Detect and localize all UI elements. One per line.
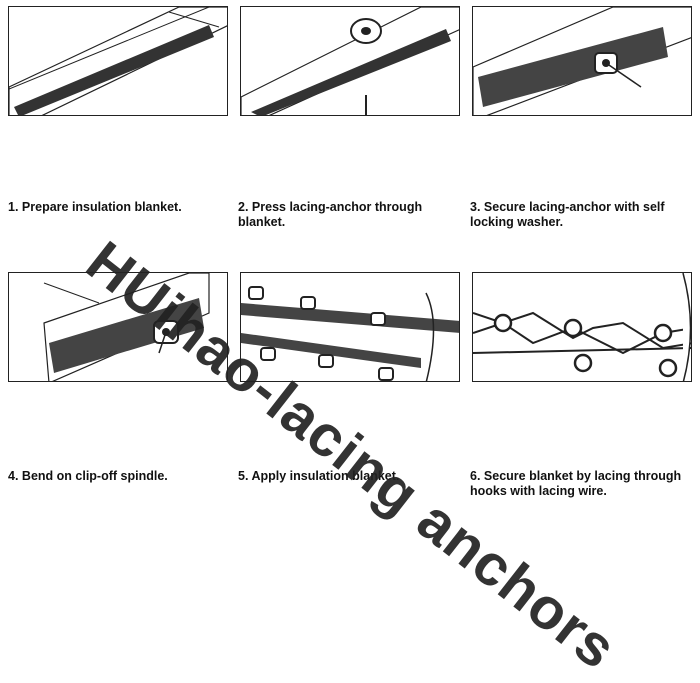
step-6-caption: 6. Secure blanket by lacing through hook…	[470, 469, 682, 498]
step-5-caption: 5. Apply insulation blanket.	[238, 469, 400, 483]
clip-off-spindle-drawing	[43, 273, 210, 381]
step-4-illustration	[8, 272, 228, 382]
step-6-illustration	[472, 272, 692, 382]
step-3-illustration	[472, 6, 692, 116]
step-2-caption: 2. Press lacing-anchor through blanket.	[238, 200, 423, 229]
step-1-illustration	[8, 6, 228, 116]
press-anchor-drawing	[241, 7, 459, 115]
step-4-caption: 4. Bend on clip-off spindle.	[8, 469, 168, 483]
lacing-hooks	[248, 286, 394, 381]
step-2-illustration	[240, 6, 460, 116]
apply-blanket-drawing	[241, 286, 459, 381]
lacing-wire-drawing	[473, 273, 691, 381]
secure-anchor-drawing	[473, 7, 691, 115]
insulation-blanket-drawing	[9, 7, 227, 115]
anchor-spindle-icon	[605, 62, 642, 88]
step-1-caption: 1. Prepare insulation blanket.	[8, 200, 182, 214]
step-5-illustration	[240, 272, 460, 382]
lacing-hooks	[493, 313, 678, 378]
step-3-caption: 3. Secure lacing-anchor with self lockin…	[470, 200, 665, 229]
